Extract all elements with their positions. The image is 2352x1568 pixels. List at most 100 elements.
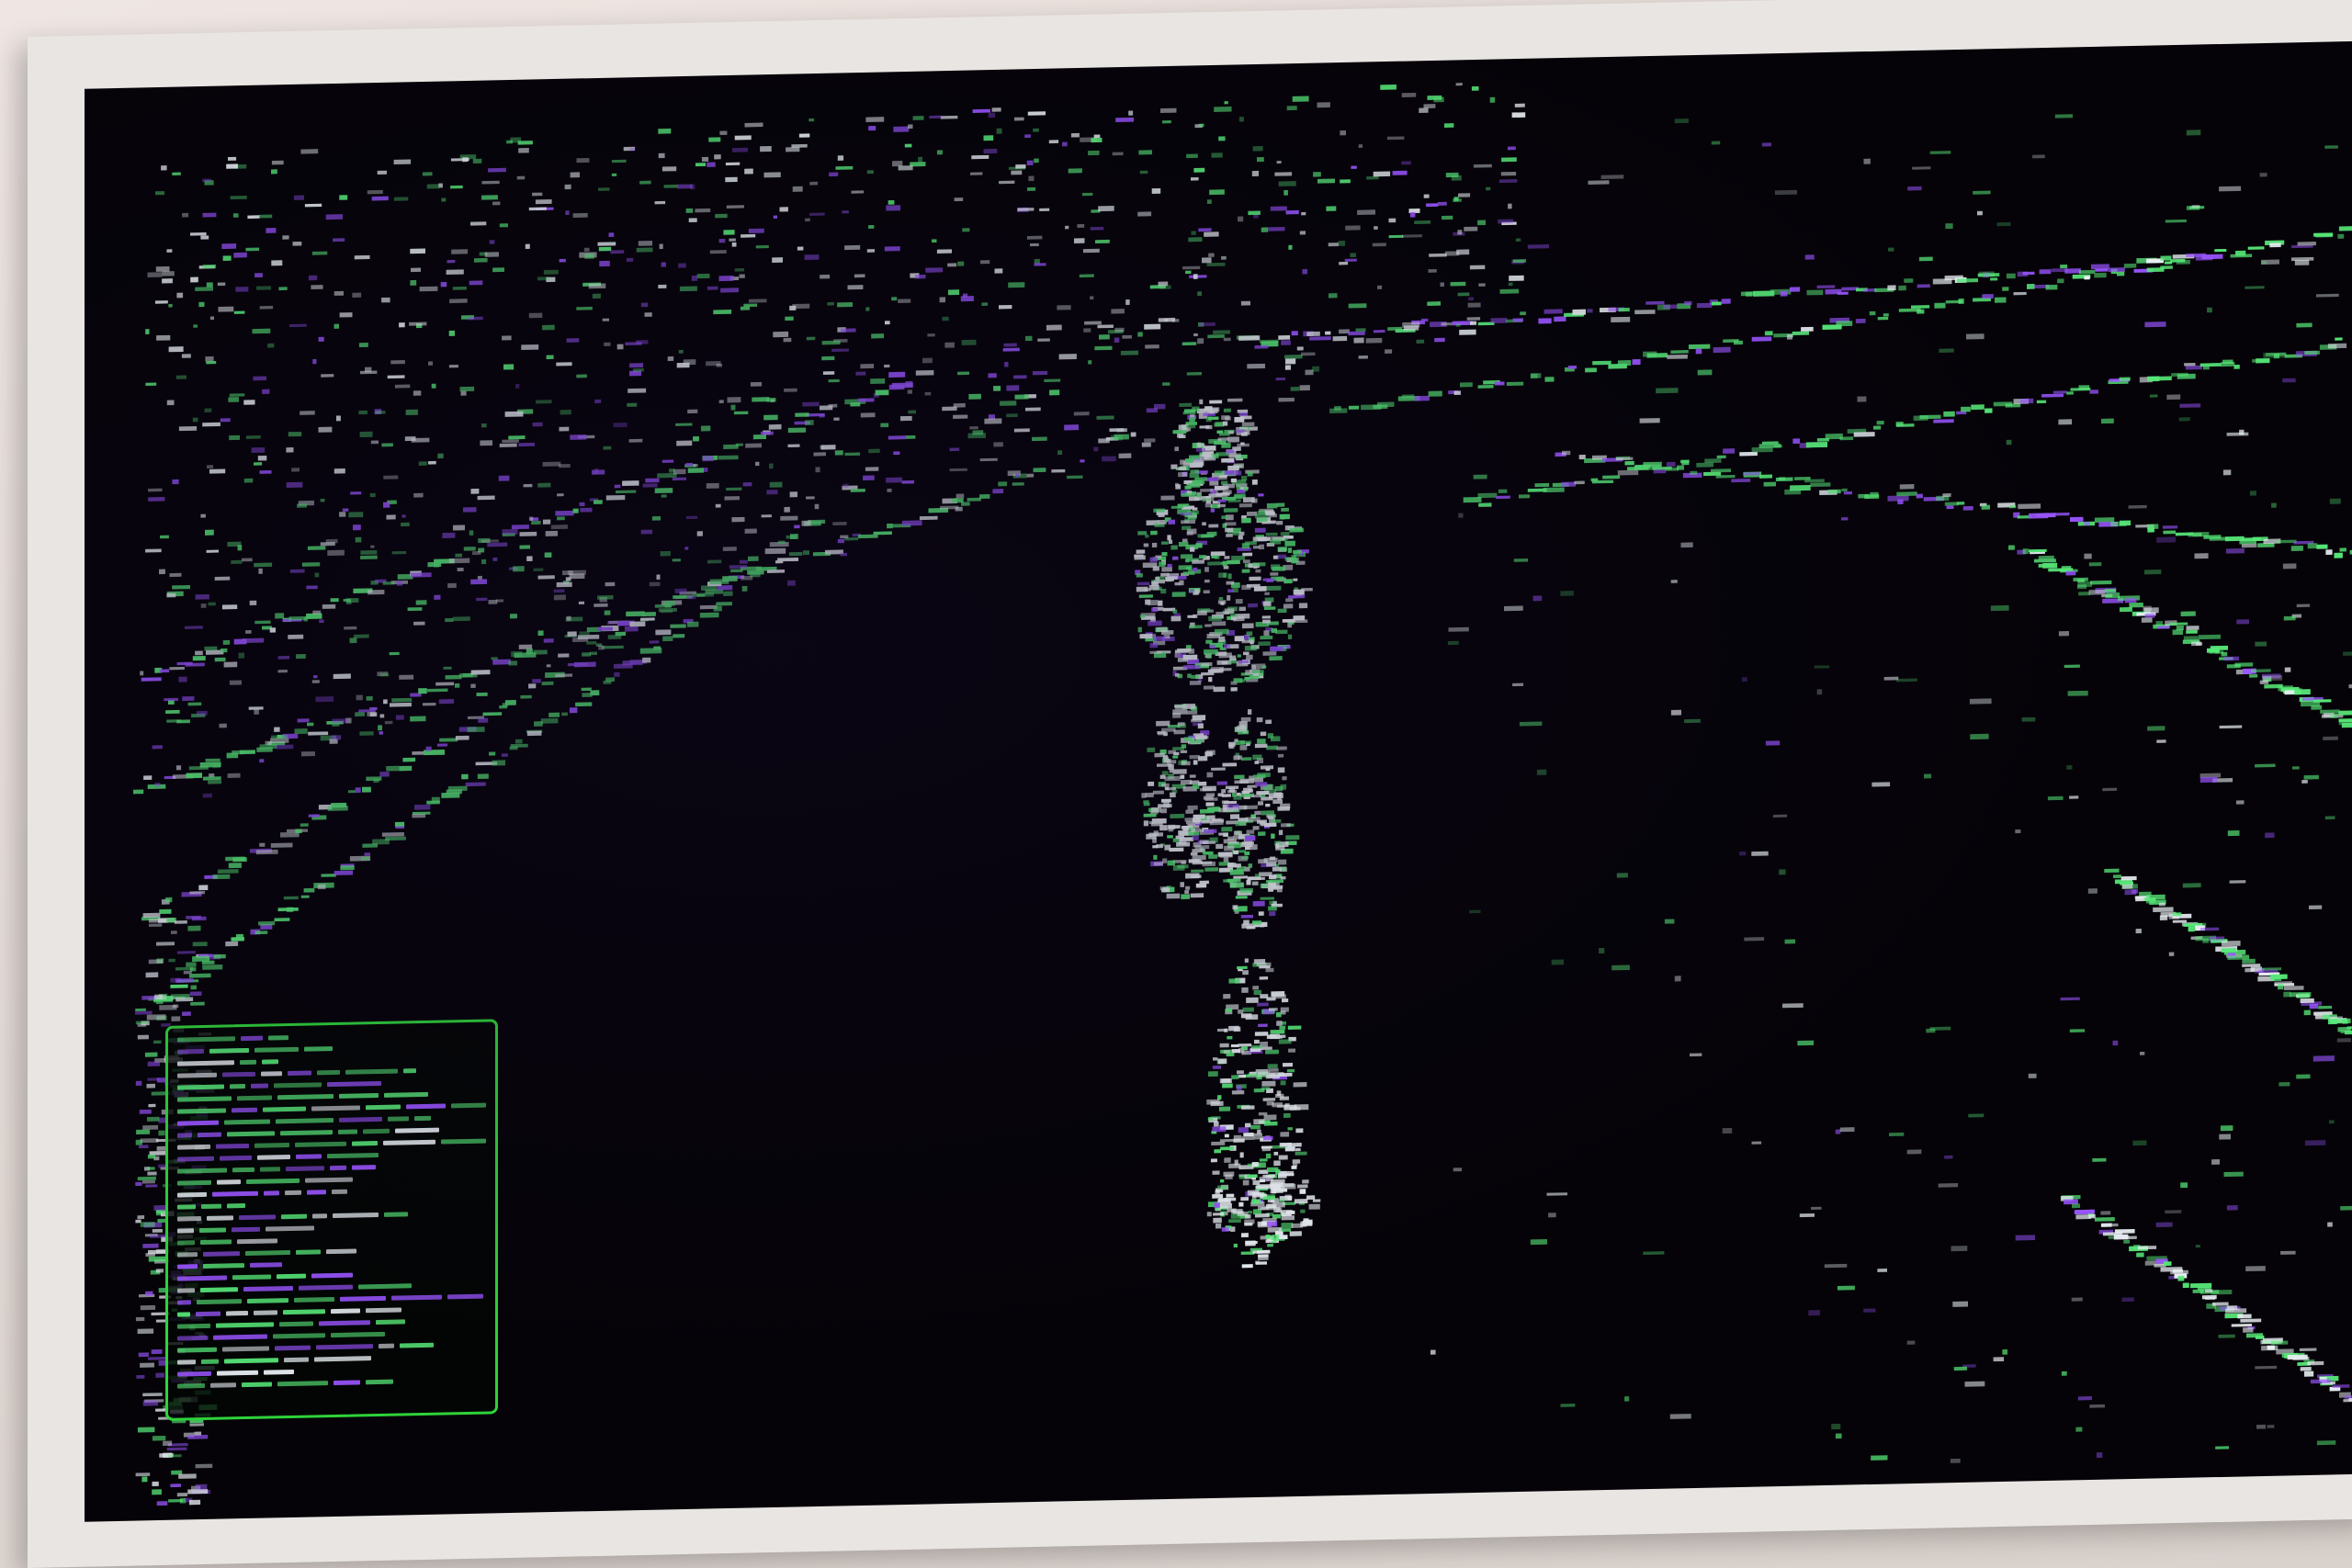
glyph-streak (198, 885, 209, 891)
glyph-city (515, 383, 520, 389)
glyph-city (741, 585, 748, 592)
glyph-streak (2188, 926, 2195, 932)
figure-glyph (1201, 534, 1215, 538)
glyph-streak (1624, 460, 1634, 466)
figure-glyph (1216, 430, 1224, 434)
figure-glyph (1185, 809, 1194, 814)
glyph-city (460, 390, 467, 396)
figure-glyph (1272, 1213, 1281, 1219)
glyph-streak (2090, 580, 2112, 585)
glyph-streak (1332, 335, 1348, 342)
figure-glyph (1254, 527, 1266, 533)
figure-glyph (1227, 499, 1241, 503)
glyph-city (1345, 225, 1361, 231)
glyph-left-column (135, 1010, 153, 1015)
glyph-side (1977, 210, 1983, 216)
glyph-side (2328, 1120, 2335, 1124)
glyph-streak (2072, 1203, 2080, 1209)
figure-glyph (1289, 527, 1304, 533)
figure-glyph (1245, 1014, 1259, 1021)
figure-glyph (1241, 422, 1255, 427)
glyph-city (282, 235, 289, 240)
figure-glyph (1178, 722, 1185, 727)
glyph-city (1199, 321, 1216, 327)
glyph-streak (1681, 459, 1690, 466)
glyph-city (707, 162, 716, 167)
glyph-city (344, 626, 357, 630)
glyph-city (291, 468, 300, 472)
glyph-city (1456, 249, 1470, 255)
figure-glyph (1224, 1197, 1237, 1201)
glyph-side (1624, 1396, 1630, 1402)
figure-glyph (1267, 1243, 1273, 1247)
figure-glyph (1241, 543, 1250, 549)
figure-glyph (1201, 671, 1215, 676)
figure-glyph (1217, 499, 1227, 502)
figure-glyph (1188, 649, 1195, 654)
figure-glyph (1153, 854, 1158, 860)
glyph-side (1841, 517, 1849, 521)
glyph-streak (642, 657, 651, 663)
glyph-city (802, 401, 820, 407)
glyph-city (389, 651, 400, 656)
figure-glyph (1218, 862, 1230, 866)
glyph-city (438, 698, 454, 705)
glyph-side (2054, 114, 2074, 118)
figure-glyph (1172, 755, 1179, 759)
glyph-city (379, 731, 383, 735)
glyph-side (1794, 477, 1811, 480)
figure-glyph (1208, 493, 1223, 498)
glyph-side (1824, 1263, 1848, 1269)
figure-glyph (1203, 840, 1216, 845)
monitor-screen (85, 40, 2352, 1522)
glyph-city (288, 431, 302, 437)
glyph-city (382, 581, 395, 585)
glyph-side (1950, 1458, 1961, 1463)
figure-glyph (1193, 760, 1198, 765)
glyph-city (1251, 170, 1260, 176)
figure-glyph (1243, 487, 1249, 491)
figure-glyph (1230, 1226, 1236, 1232)
figure-glyph (1167, 860, 1175, 866)
figure-glyph (1238, 1174, 1246, 1179)
figure-glyph (1175, 705, 1184, 710)
glyph-left-column (145, 972, 159, 978)
glyph-city (1467, 302, 1481, 308)
glyph-streak (2242, 958, 2256, 964)
glyph-city (1423, 194, 1430, 198)
glyph-city (413, 390, 422, 396)
glyph-city (1254, 344, 1269, 349)
glyph-city (748, 228, 764, 233)
terminal-text-segment (177, 1096, 232, 1102)
figure-glyph (1213, 1057, 1218, 1061)
figure-glyph (1302, 1220, 1313, 1226)
terminal-text-segment (333, 1212, 379, 1219)
glyph-city (726, 205, 744, 209)
figure-glyph (1218, 636, 1226, 642)
glyph-city (893, 451, 900, 456)
glyph-streak (2129, 602, 2143, 608)
figure-glyph (1262, 1098, 1276, 1101)
figure-glyph (1250, 1133, 1263, 1137)
glyph-streak (1578, 454, 1586, 460)
glyph-city (604, 610, 611, 615)
glyph-streak (2337, 233, 2345, 239)
glyph-left-column (156, 942, 175, 946)
glyph-city (1468, 297, 1474, 300)
figure-glyph (1257, 1002, 1269, 1007)
glyph-streak (386, 765, 400, 772)
figure-glyph (1248, 603, 1258, 608)
figure-glyph (1249, 675, 1260, 680)
glyph-city (1214, 106, 1232, 112)
glyph-city (267, 343, 275, 348)
glyph-city (1473, 164, 1492, 168)
glyph-city (564, 184, 571, 190)
glyph-city (731, 242, 737, 247)
glyph-streak (2027, 283, 2035, 289)
glyph-city (257, 455, 267, 461)
figure-glyph (1253, 958, 1266, 964)
figure-glyph (1224, 1028, 1228, 1032)
terminal-text-segment (239, 1214, 276, 1221)
glyph-city (841, 328, 856, 333)
glyph-city (161, 165, 167, 171)
